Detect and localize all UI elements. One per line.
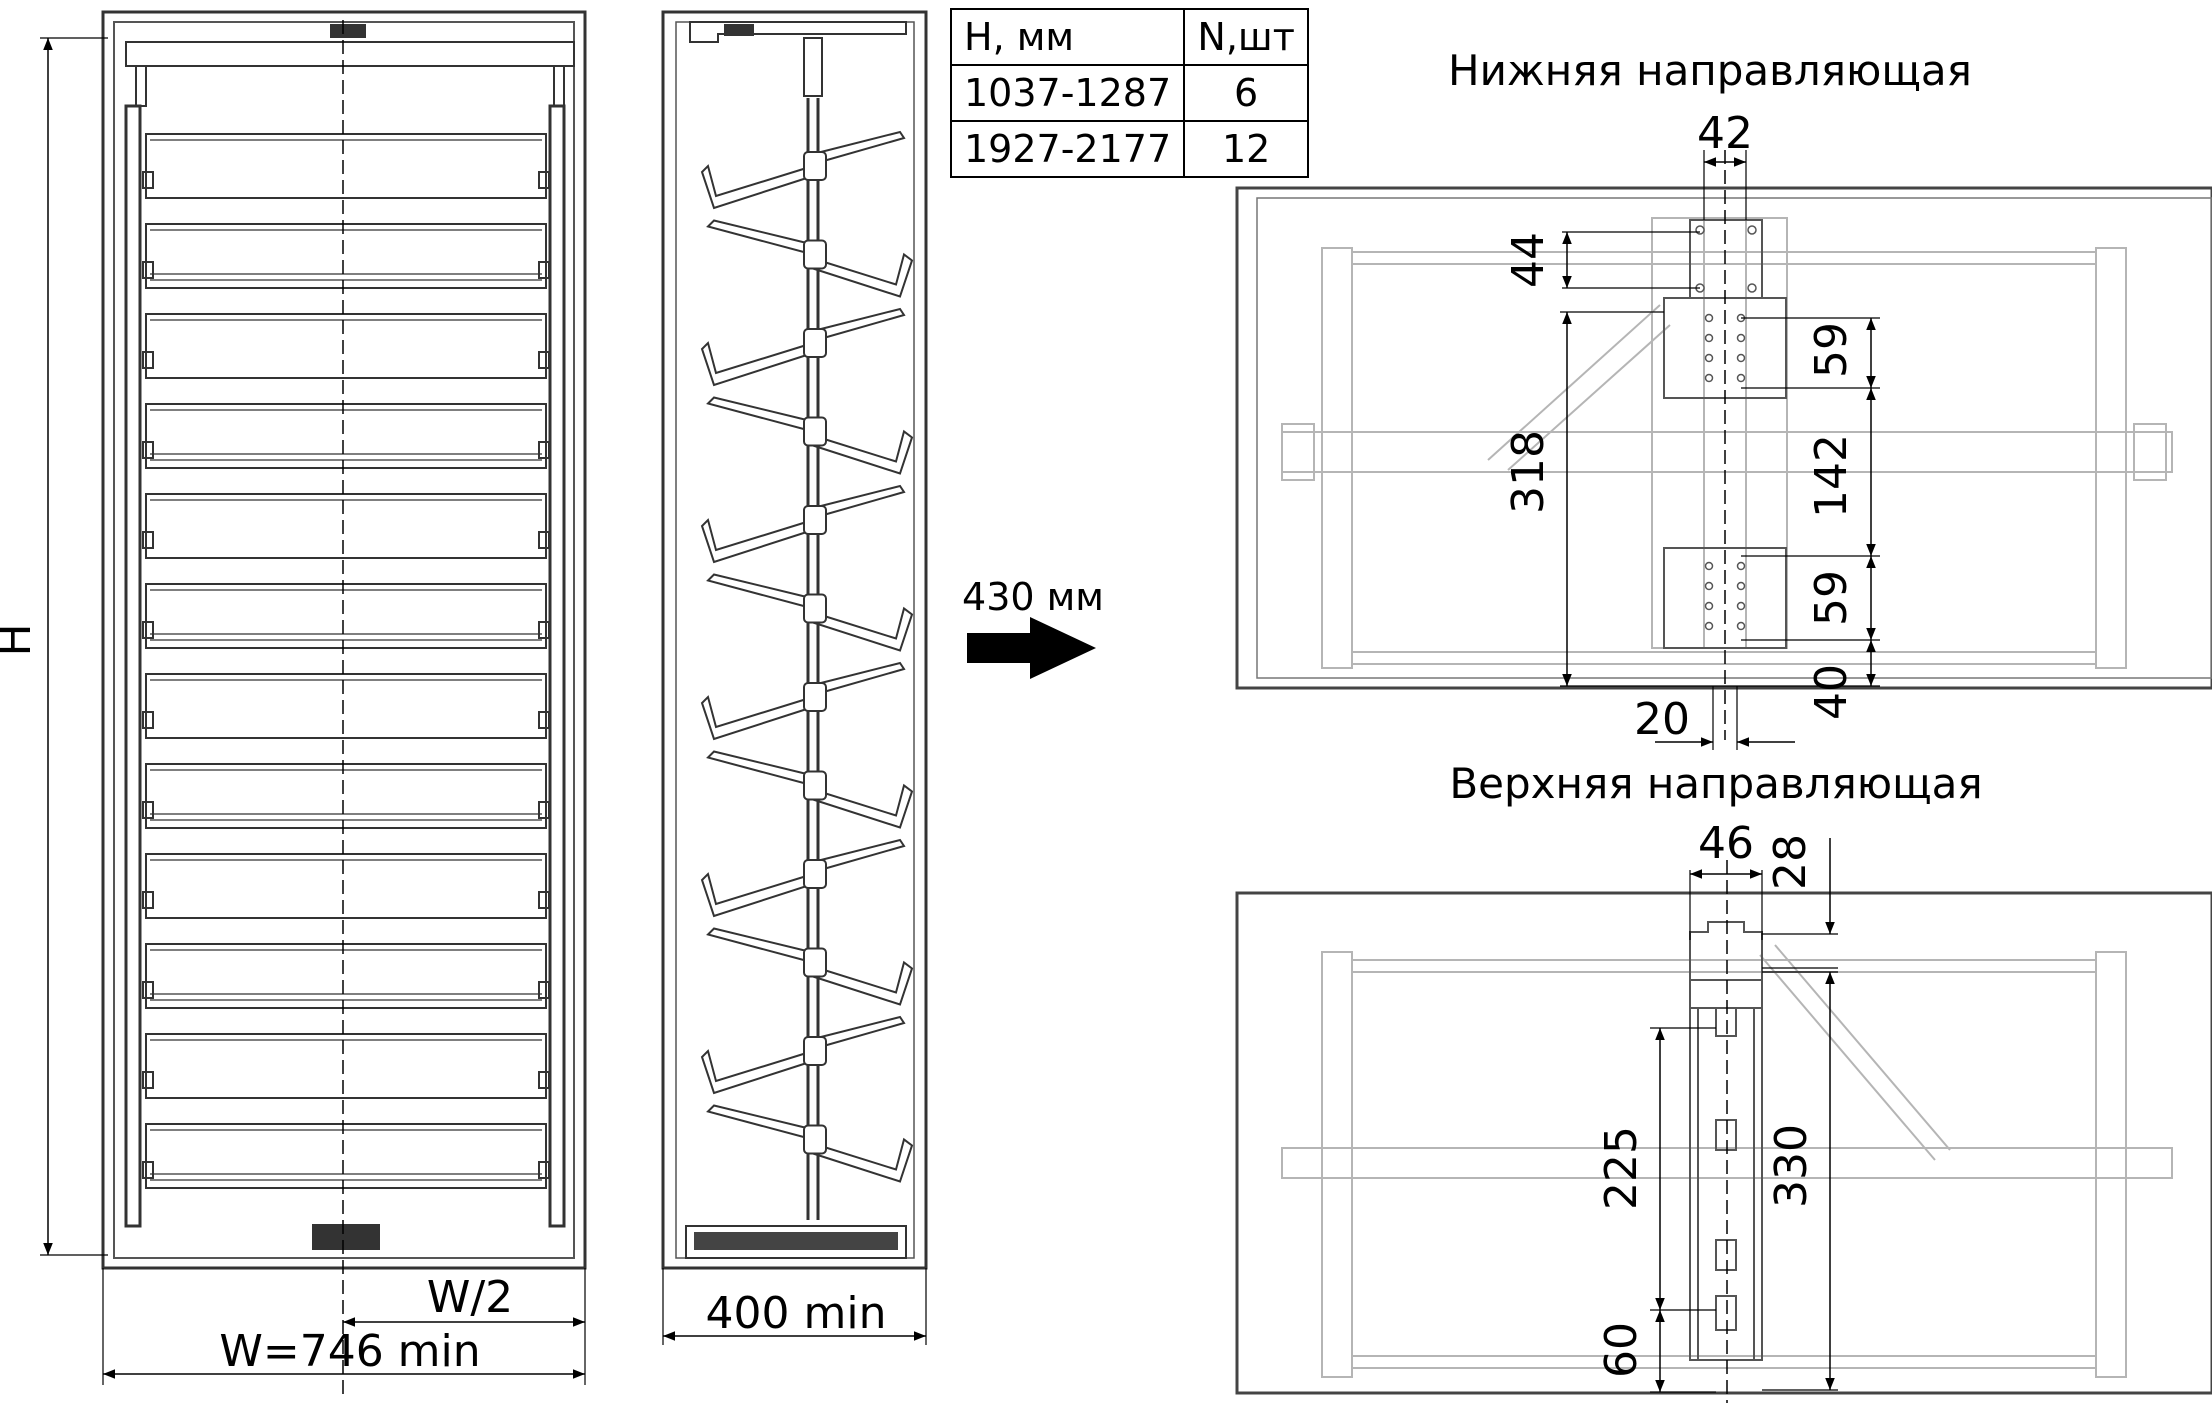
header-height: H, мм: [949, 8, 1186, 66]
table-row: 1927-2177 12: [949, 120, 1310, 178]
dim-42: 42: [1697, 108, 1753, 159]
shoe-rack-arm: [706, 1104, 914, 1183]
shelf-basket: [142, 1033, 550, 1099]
dim-142: 142: [1806, 434, 1857, 518]
shelf-basket: [142, 853, 550, 919]
dim-28: 28: [1765, 834, 1816, 890]
spec-table: H, мм N,шт 1037-1287 6 1927-2177 12: [949, 8, 1310, 178]
dim-59-bottom: 59: [1806, 570, 1857, 626]
width-label: W=746 min: [219, 1326, 480, 1377]
dim-318: 318: [1503, 430, 1554, 514]
shelf-basket: [142, 133, 550, 199]
upper-rail-title: Верхняя направляющая: [1449, 759, 1982, 808]
shoe-rack-arm: [706, 219, 914, 298]
front-view: H W/2 W=746 min: [0, 10, 587, 1395]
half-width-label: W/2: [427, 1272, 513, 1323]
dim-330: 330: [1766, 1124, 1817, 1208]
right-arrow-icon: [967, 617, 1096, 679]
shelf-basket: [142, 1123, 550, 1189]
arrow-label: 430 мм: [962, 575, 1104, 619]
shelf-basket: [142, 763, 550, 829]
shoe-rack-arm: [700, 307, 906, 387]
shoe-rack-arm: [706, 573, 914, 652]
row-count: 12: [1183, 120, 1310, 178]
dim-20: 20: [1634, 694, 1690, 745]
dim-46: 46: [1698, 818, 1754, 869]
lower-rail-title: Нижняя направляющая: [1448, 46, 1972, 95]
shoe-rack-arm: [700, 838, 906, 918]
row-height: 1037-1287: [949, 64, 1186, 122]
insertion-arrow: 430 мм: [962, 575, 1104, 679]
table-row: 1037-1287 6: [949, 64, 1310, 122]
side-view: 400 min: [661, 10, 928, 1345]
lower-rail-view: Нижняя направляющая: [1235, 46, 2212, 750]
row-count: 6: [1183, 64, 1310, 122]
shoe-rack-arm: [700, 1015, 906, 1095]
shoe-rack-arm: [706, 750, 914, 829]
dim-44: 44: [1503, 232, 1554, 288]
header-count: N,шт: [1183, 8, 1310, 66]
shelf-basket: [142, 583, 550, 649]
row-height: 1927-2177: [949, 120, 1186, 178]
side-arms: [700, 130, 914, 1183]
shoe-rack-arm: [700, 130, 906, 210]
shoe-rack-arm: [706, 396, 914, 475]
front-shelves: [142, 133, 550, 1189]
dim-60: 60: [1596, 1322, 1647, 1378]
table-header-row: H, мм N,шт: [949, 8, 1310, 66]
dim-40: 40: [1806, 664, 1857, 720]
dim-59-top: 59: [1806, 322, 1857, 378]
depth-label: 400 min: [706, 1288, 887, 1339]
shelf-basket: [142, 313, 550, 379]
shoe-rack-arm: [700, 484, 906, 564]
shelf-basket: [142, 223, 550, 289]
shelf-basket: [142, 943, 550, 1009]
height-label: H: [0, 623, 41, 656]
shelf-basket: [142, 493, 550, 559]
dim-225: 225: [1596, 1126, 1647, 1210]
shoe-rack-arm: [700, 661, 906, 741]
shelf-basket: [142, 673, 550, 739]
shelf-basket: [142, 403, 550, 469]
shoe-rack-arm: [706, 927, 914, 1006]
upper-rail-view: Верхняя направляющая 46: [1235, 759, 2212, 1403]
